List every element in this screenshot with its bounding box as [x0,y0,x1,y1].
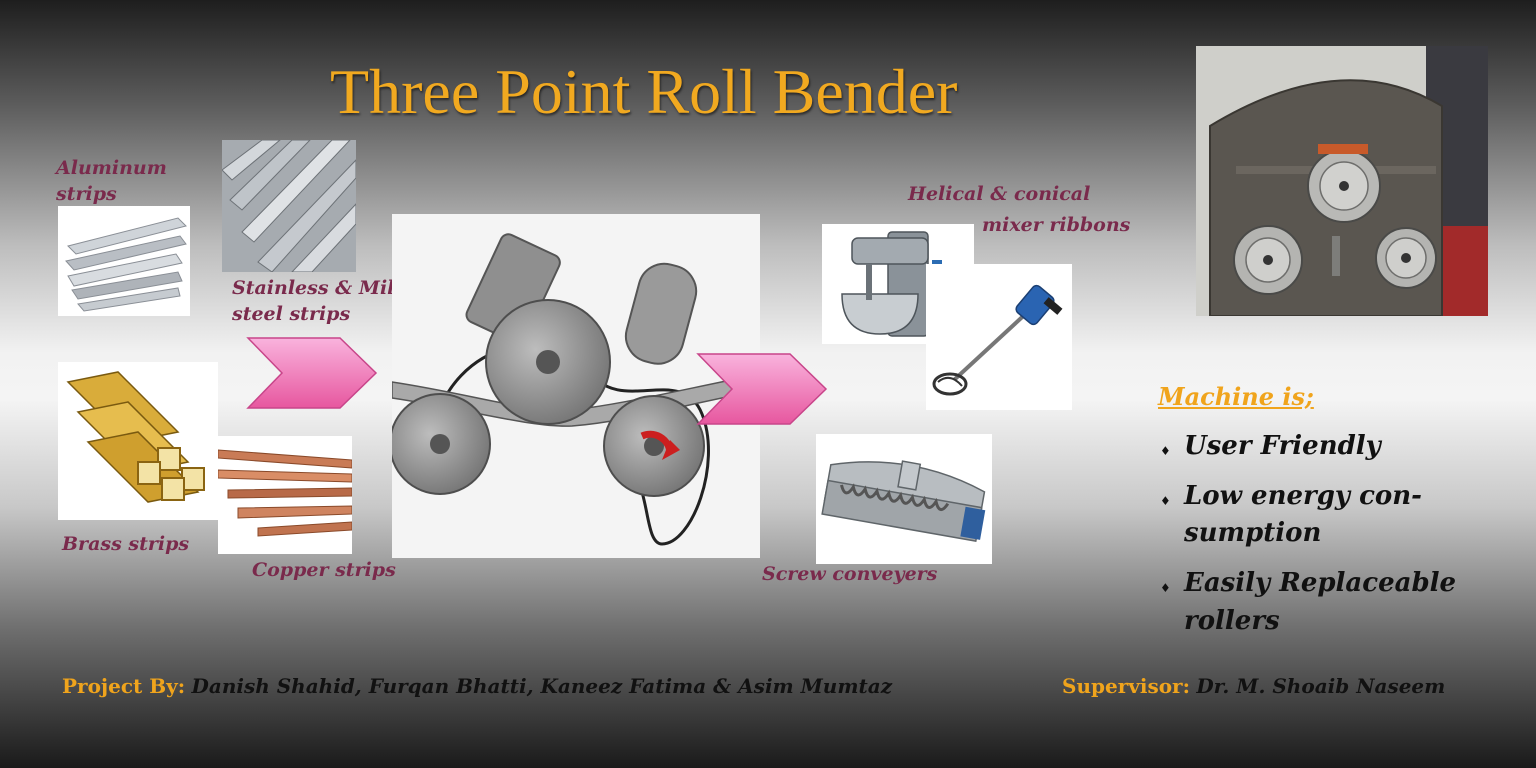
arrow-shape-right [696,353,828,425]
project-credits: Project By: Danish Shahid, Furqan Bhatti… [62,674,892,698]
label-copper-strips: Copper strips [252,559,396,581]
aluminum-strips-drawing [65,217,187,312]
machine-photo-drawing [1196,46,1488,316]
feature-item: ♦ Easily Replaceable rollers [1160,568,1457,636]
slide-title: Three Point Roll Bender [330,56,958,127]
label-aluminum-strips: Aluminum strips [56,157,167,205]
stainless-strips-drawing [222,140,356,272]
feature-item: ♦ Low energy con- sumption [1160,480,1422,549]
supervisor-credits: Supervisor: Dr. M. Shoaib Naseem [1062,674,1445,698]
label-brass-strips: Brass strips [62,533,190,555]
project-authors: Danish Shahid, Furqan Bhatti, Kaneez Fat… [191,674,893,698]
screw-conveyor-image [816,434,992,564]
supervisor-label: Supervisor: [1062,674,1190,698]
brass-strips-image [58,362,218,520]
process-arrow-left [246,336,378,410]
spiral-mixer-drawing [841,231,942,337]
paddle-mixer-drawing [932,284,1063,396]
brass-tubes-drawing [66,371,205,503]
arrow-shape-left [246,337,378,409]
label-stainless-steel-strips: Stainless & Mild steel strips [232,277,408,325]
roll-bender-drawing [392,214,760,558]
copper-strips-image [218,436,352,554]
process-arrow-right [696,352,828,426]
screw-conveyor-drawing [821,460,986,542]
copper-strips-drawing [218,449,352,537]
aluminum-strips-image [58,206,190,316]
machine-features-heading: Machine is; [1158,382,1314,411]
bullet-icon: ♦ [1160,493,1171,508]
supervisor-name: Dr. M. Shoaib Naseem [1196,674,1446,698]
label-helical-mixer-ribbons-line2: mixer ribbons [982,214,1131,236]
label-screw-conveyers: Screw conveyers [762,563,938,585]
bullet-icon: ♦ [1160,444,1171,458]
machine-features-list: ♦ User Friendly ♦ Low energy con- sumpti… [1158,428,1518,652]
bullet-icon: ♦ [1160,581,1171,596]
paddle-mixer-drill-image [926,264,1072,410]
machine-photo [1196,46,1488,316]
label-helical-mixer-ribbons-line1: Helical & conical [908,183,1091,205]
project-by-label: Project By: [62,674,186,698]
stainless-steel-strips-image [222,140,356,272]
roll-bender-diagram [392,214,760,558]
feature-item: ♦ User Friendly [1160,431,1381,461]
